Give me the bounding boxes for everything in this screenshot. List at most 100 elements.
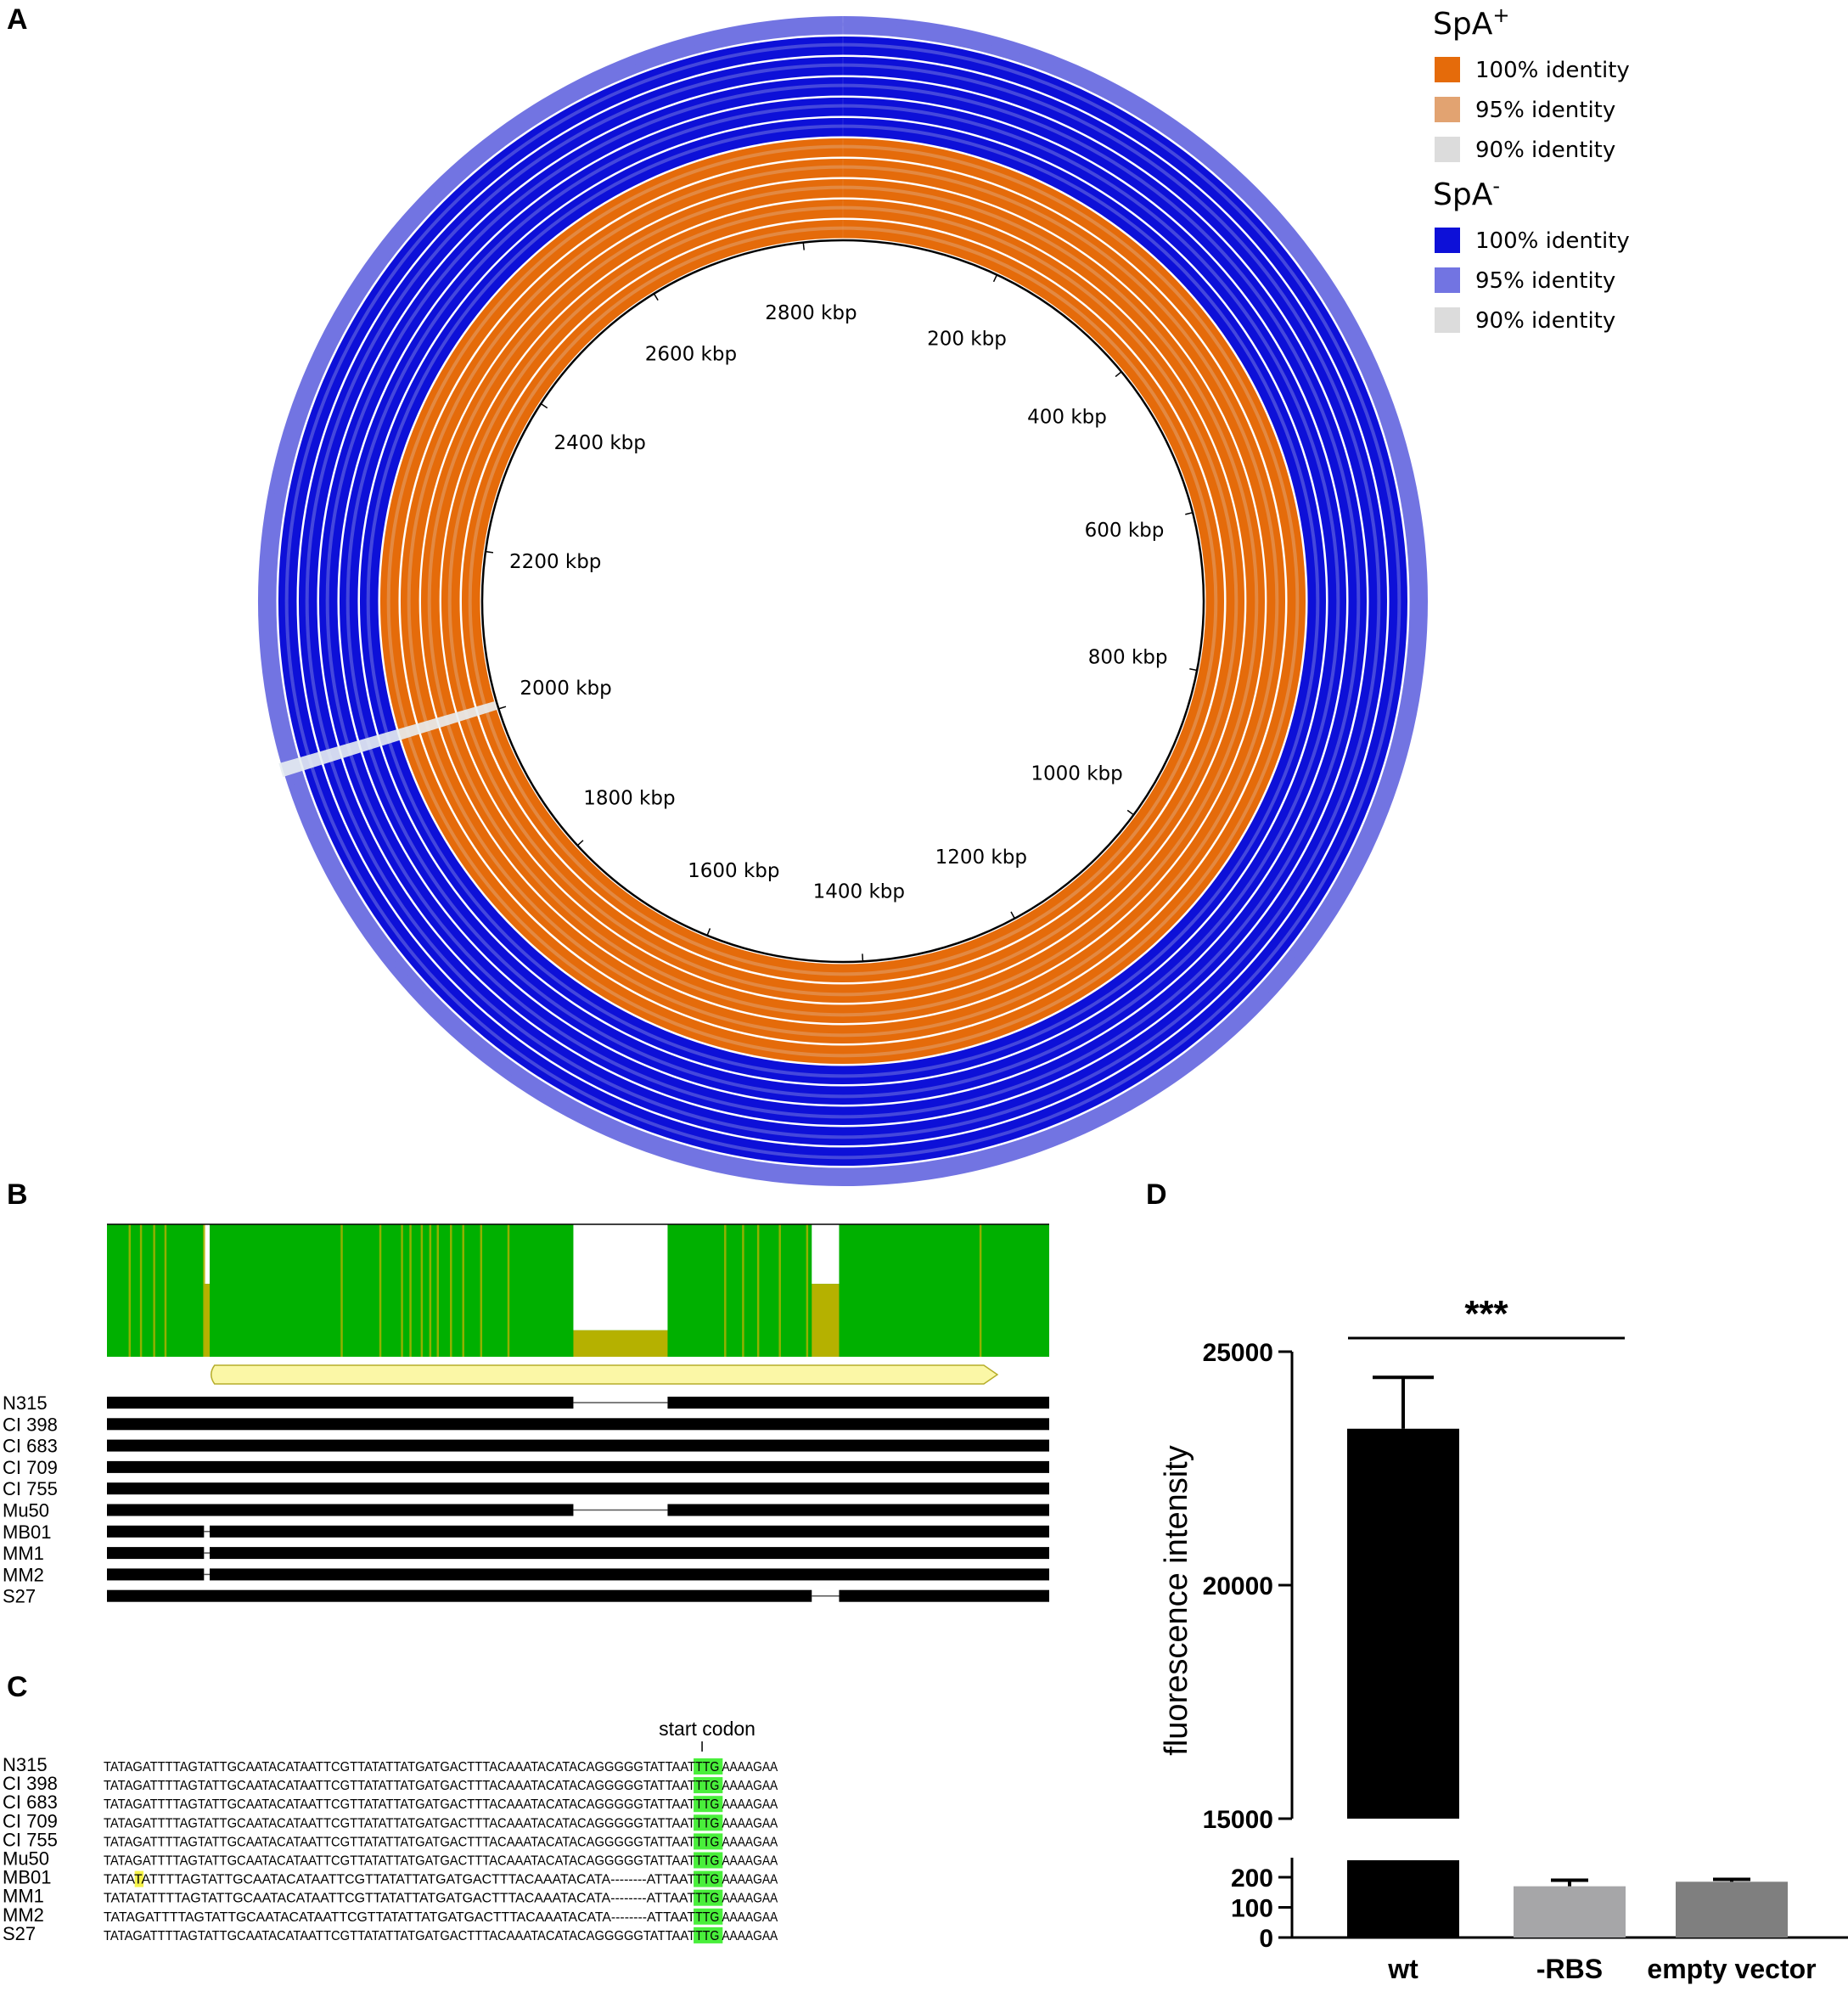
sequence-post: AAAAGAA [722,1779,778,1793]
sequence-post: AAAAGAA [722,1816,778,1831]
ring-tick [1115,371,1122,378]
alignment-bar [209,1568,1050,1581]
legend-swatch [1435,97,1460,122]
identity-variation-stripe [806,1224,809,1357]
identity-variation-stripe [203,1224,205,1357]
sequence-pre: TATAGATTTTAGTATTGCAATACATAATTCGTTATATTAT… [104,1854,695,1869]
identity-variation-stripe [724,1224,727,1357]
ring-tick-label: 1400 kbp [813,880,905,903]
identity-variation-stripe [507,1224,510,1357]
codon-highlight [694,1758,723,1774]
ring-band-5-shade [386,144,1300,1058]
ring-tick-label: 2800 kbp [765,302,857,324]
category-label: empty vector [1647,1954,1816,1984]
alignment-bar [107,1460,1049,1473]
sequence-post: AAAAGAA [722,1892,778,1906]
bar [1347,1428,1459,1819]
legend-swatch [1435,137,1460,162]
start-codon-annotation: start codon [659,1718,755,1740]
panel-letter-a: A [7,3,28,36]
start-codon: TTG [695,1779,719,1793]
sequence-pre: TATATATTTTAGTATTGCAATACATAATTCGTTATATTAT… [104,1892,695,1906]
identity-variation-stripe [128,1224,132,1357]
alignment-bar [107,1439,1049,1452]
sequence-pre: TATAGATTTTAGTATTGCAATACATAATTCGTTATATTAT… [104,1929,695,1943]
identity-dip [204,1284,210,1357]
strain-label: MM1 [3,1543,44,1564]
sequence-strain-label: CI 709 [3,1810,58,1831]
codon-highlight [694,1926,723,1943]
identity-dip [573,1330,668,1357]
ring-tick [992,274,998,283]
alignment-bar [667,1397,1049,1409]
start-codon: TTG [695,1892,719,1906]
alignment-bar [107,1525,205,1538]
strain-label: N315 [3,1392,48,1414]
sequence-post: AAAAGAA [722,1760,778,1774]
panel-letter-c: C [7,1671,28,1703]
sequence-post: AAAAGAA [722,1854,778,1869]
codon-highlight [694,1852,723,1869]
sequence-strain-label: MM2 [3,1904,44,1926]
legend-label: 90% identity [1475,308,1615,334]
legend-swatch [1435,267,1460,293]
sequence-post: AAAAGAA [722,1910,778,1925]
identity-variation-stripe [450,1224,452,1357]
sequence-strain-label: MM1 [3,1886,44,1907]
identity-variation-stripe [409,1224,412,1357]
ring-tick-label: 2600 kbp [645,344,737,366]
legend-label: 90% identity [1475,138,1615,163]
sequence-pre: TATAGATTTTAGTATTGCAATACATAATTCGTTATATTAT… [104,1779,695,1793]
y-tick-label: 0 [1259,1925,1273,1953]
ring-band-11-shade [264,22,1422,1180]
codon-highlight [694,1908,723,1925]
sequence-post: AAAAGAA [722,1797,778,1812]
alignment-bar [209,1547,1050,1560]
legend-label: 100% identity [1475,58,1630,83]
sequence-pre: TATAGATTTTAGTATTGCAATACATAATTCGTTATATTAT… [104,1910,695,1925]
panel-letter-b: B [7,1178,28,1211]
sequence-strain-label: Mu50 [3,1848,49,1870]
sequence-pre: TATAGATTTTAGTATTGCAATACATAATTCGTTATATTAT… [104,1835,695,1849]
ring-tick [540,402,548,409]
ring-tick-label: 2200 kbp [509,551,601,573]
alignment-bar [107,1482,1049,1495]
bar [1514,1886,1626,1938]
ring-tick-label: 1200 kbp [935,846,1027,869]
legend-group-title: SpA- [1433,174,1500,212]
snp-highlight [134,1870,144,1887]
start-codon: TTG [695,1929,719,1943]
identity-variation-stripe [429,1224,432,1357]
alignment-bar [107,1547,205,1560]
strain-label: CI 709 [3,1457,58,1478]
alignment-bar [667,1504,1049,1516]
start-codon: TTG [695,1854,719,1869]
strain-label: MB01 [3,1521,51,1543]
ring-tick [1126,809,1134,816]
ring-tick-label: 1600 kbp [688,860,779,882]
identity-variation-stripe [979,1224,982,1357]
sequence-strain-label: CI 398 [3,1773,58,1794]
start-codon: TTG [695,1760,719,1774]
ring-band-3-shade [427,185,1259,1017]
y-tick-label: 200 [1231,1864,1273,1893]
identity-variation-stripe [462,1224,464,1357]
sequence-post: AAAAGAA [722,1835,778,1849]
codon-highlight [694,1870,723,1887]
legend-label: 100% identity [1475,228,1630,254]
identity-variation-stripe [153,1224,155,1357]
ring-tick [1189,668,1198,672]
codon-highlight [694,1889,723,1906]
strain-label: CI 683 [3,1436,58,1457]
ring-tick-label: 800 kbp [1088,647,1168,669]
strain-label: Mu50 [3,1500,49,1521]
identity-variation-stripe [436,1224,439,1357]
y-tick-label: 20000 [1203,1572,1273,1600]
y-tick-label: 25000 [1203,1339,1273,1367]
ring-tick-label: 400 kbp [1027,407,1107,429]
bar [1676,1881,1788,1938]
